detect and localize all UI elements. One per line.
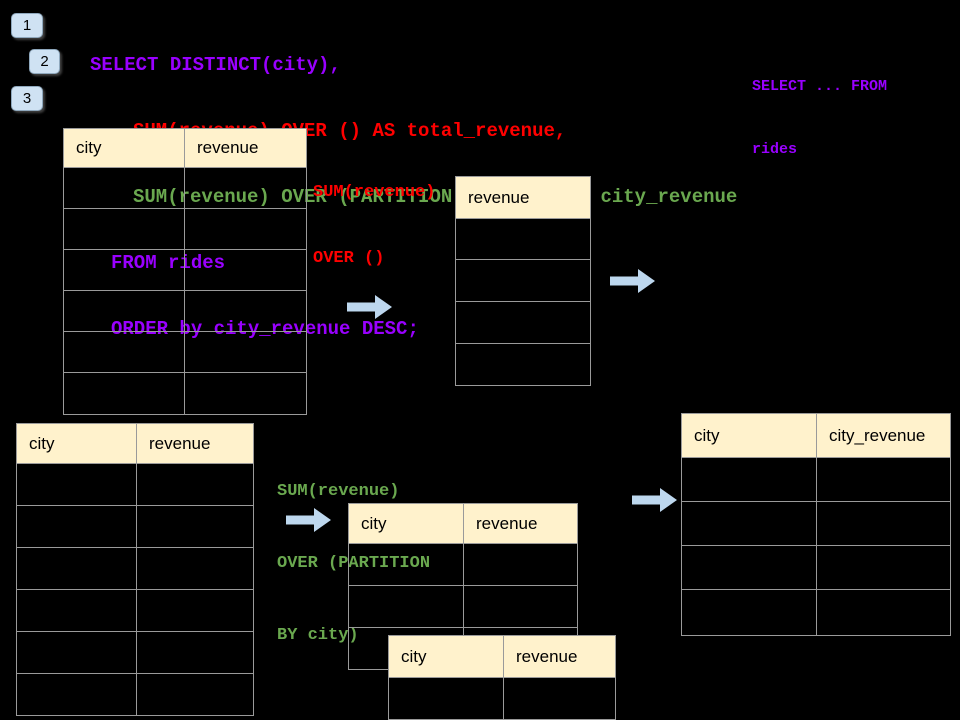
partition-table-front: city revenue xyxy=(388,635,616,720)
empty-cell xyxy=(455,343,591,386)
arrow-right-icon xyxy=(610,269,655,293)
empty-cell xyxy=(63,208,185,250)
empty-cell xyxy=(16,673,137,716)
empty-cell xyxy=(136,547,254,590)
empty-cell xyxy=(388,677,504,720)
arrow-right-icon xyxy=(632,488,677,512)
total-revenue-annotation-line1: SUM(revenue) xyxy=(313,183,436,202)
arrow-right-icon xyxy=(286,508,331,532)
empty-cell xyxy=(16,631,137,674)
arrow-right-icon xyxy=(347,295,392,319)
partition-table-front-header-revenue: revenue xyxy=(503,635,616,678)
partition-annotation-line3: BY city) xyxy=(277,626,359,645)
partition-table-front-header-city: city xyxy=(388,635,504,678)
empty-cell xyxy=(184,208,307,250)
empty-cell xyxy=(63,167,185,209)
total-revenue-annotation-line2: OVER () xyxy=(313,249,385,268)
empty-cell xyxy=(681,501,817,546)
step-badge-3: 3 xyxy=(11,86,43,111)
empty-cell xyxy=(184,372,307,415)
empty-cell xyxy=(681,545,817,590)
from-rides-note: SELECT ... FROM rides xyxy=(752,34,887,181)
empty-cell xyxy=(136,589,254,632)
source-table-bottom: city revenue xyxy=(16,423,254,716)
empty-cell xyxy=(184,331,307,373)
empty-cell xyxy=(136,463,254,506)
empty-cell xyxy=(463,543,578,586)
empty-cell xyxy=(184,167,307,209)
empty-cell xyxy=(816,589,951,636)
empty-cell xyxy=(455,259,591,302)
source-table-top-header-revenue: revenue xyxy=(184,128,307,168)
empty-cell xyxy=(681,589,817,636)
empty-cell xyxy=(16,589,137,632)
from-rides-note-line1: SELECT ... FROM xyxy=(752,78,888,95)
total-revenue-table: revenue xyxy=(455,176,591,386)
empty-cell xyxy=(136,631,254,674)
empty-cell xyxy=(816,501,951,546)
empty-cell xyxy=(136,505,254,548)
from-rides-note-line2: rides xyxy=(752,141,798,158)
partition-table-back-header-revenue: revenue xyxy=(463,503,578,544)
empty-cell xyxy=(63,249,185,291)
result-table-header-city-revenue: city_revenue xyxy=(816,413,951,458)
empty-cell xyxy=(63,372,185,415)
result-table: city city_revenue xyxy=(681,413,951,636)
empty-cell xyxy=(455,218,591,260)
source-table-bottom-header-revenue: revenue xyxy=(136,423,254,464)
empty-cell xyxy=(816,545,951,590)
step-badge-2: 2 xyxy=(29,49,60,74)
empty-cell xyxy=(63,290,185,332)
empty-cell xyxy=(136,673,254,716)
partition-annotation-line1: SUM(revenue) xyxy=(277,482,400,501)
total-revenue-table-header: revenue xyxy=(455,176,591,219)
result-table-header-city: city xyxy=(681,413,817,458)
empty-cell xyxy=(463,585,578,628)
sql-line-select: SELECT DISTINCT(city), xyxy=(90,54,341,76)
empty-cell xyxy=(503,677,616,720)
total-revenue-annotation: SUM(revenue) OVER () xyxy=(313,138,435,292)
source-table-bottom-header-city: city xyxy=(16,423,137,464)
empty-cell xyxy=(348,585,464,628)
source-table-top-header-city: city xyxy=(63,128,185,168)
empty-cell xyxy=(184,249,307,291)
empty-cell xyxy=(816,457,951,502)
partition-table-back-header-city: city xyxy=(348,503,464,544)
source-table-top: city revenue xyxy=(63,128,307,415)
empty-cell xyxy=(16,463,137,506)
empty-cell xyxy=(63,331,185,373)
empty-cell xyxy=(16,505,137,548)
step-badge-1: 1 xyxy=(11,13,43,38)
empty-cell xyxy=(348,543,464,586)
empty-cell xyxy=(184,290,307,332)
empty-cell xyxy=(455,301,591,344)
empty-cell xyxy=(681,457,817,502)
empty-cell xyxy=(16,547,137,590)
